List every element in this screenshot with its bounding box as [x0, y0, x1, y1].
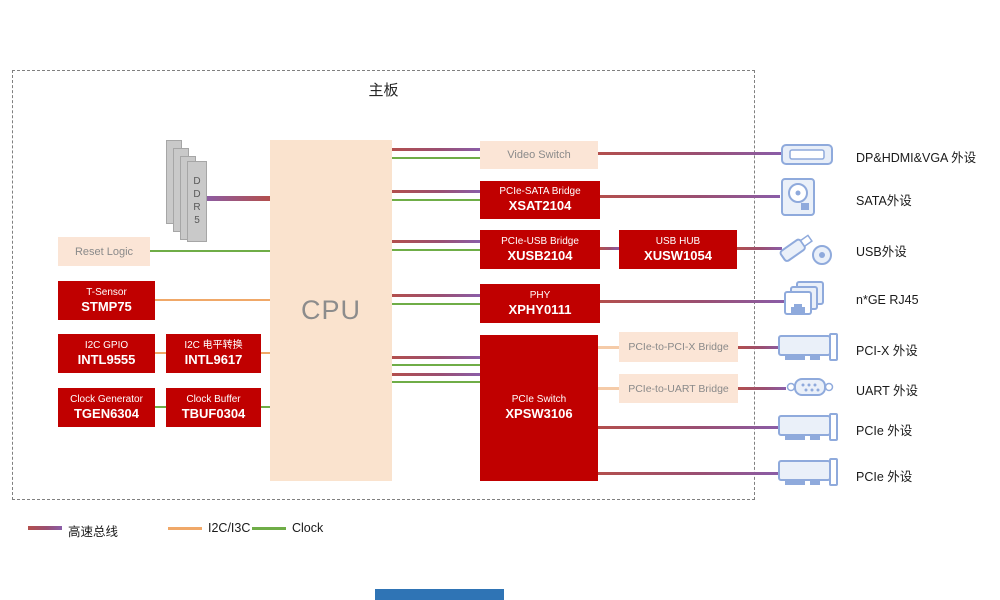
bus-line [392, 373, 480, 376]
usb-devices-icon [776, 228, 838, 268]
peripheral-label: USB外设 [856, 245, 907, 259]
peripheral-label: n*GE RJ45 [856, 293, 919, 307]
footer-accent-bar [375, 589, 504, 600]
chip-phy: PHY XPHY0111 [480, 284, 600, 323]
chip-type: USB HUB [655, 235, 701, 247]
chip-usb-hub: USB HUB XUSW1054 [619, 230, 737, 269]
chip-type: PHY [529, 289, 551, 301]
bus-line [598, 426, 780, 429]
clock-line [392, 199, 480, 201]
cpu-block: CPU [270, 140, 392, 481]
chip-type: Clock Generator [70, 393, 143, 405]
i2c-line [155, 299, 270, 301]
clock-line [392, 381, 480, 383]
peripheral-label: DP&HDMI&VGA 外设 [856, 151, 977, 165]
chip-pcie-sata-bridge: PCIe-SATA Bridge XSAT2104 [480, 181, 600, 219]
chip-part-number: TBUF0304 [181, 405, 246, 421]
peripheral-label: PCIe 外设 [856, 424, 913, 438]
bus-line [392, 294, 480, 297]
bus-line [600, 195, 780, 198]
expansion-card-icon [777, 458, 839, 488]
rj45-ports-icon [783, 280, 833, 322]
chip-pcie-to-pcix-bridge: PCIe-to-PCI-X Bridge [619, 332, 738, 362]
peripheral-label: SATA外设 [856, 194, 912, 208]
chip-type: I2C 电平转换 [184, 339, 243, 351]
chip-pcie-switch: PCIe Switch XPSW3106 [480, 335, 598, 481]
legend-clock-label: Clock [292, 521, 324, 535]
clock-line [150, 250, 270, 252]
chip-part-number: XUSW1054 [644, 247, 712, 263]
peripheral-label: PCI-X 外设 [856, 344, 918, 358]
clock-line [392, 157, 480, 159]
display-port-icon [780, 141, 834, 169]
expansion-card-icon [777, 413, 839, 443]
chip-clock-buffer: Clock Buffer TBUF0304 [166, 388, 261, 427]
legend-clock-swatch [252, 527, 286, 530]
clock-line [392, 364, 480, 366]
chip-label: PCIe-to-UART Bridge [628, 382, 729, 395]
bus-line [738, 387, 786, 390]
chip-t-sensor: T-Sensor STMP75 [58, 281, 155, 320]
peripheral-label: PCIe 外设 [856, 470, 913, 484]
bus-line [392, 240, 480, 243]
bus-line [392, 356, 480, 359]
board-outline [12, 70, 755, 500]
chip-i2c-gpio: I2C GPIO INTL9555 [58, 334, 155, 373]
serial-port-icon [786, 376, 834, 398]
chip-clock-generator: Clock Generator TGEN6304 [58, 388, 155, 427]
chip-part-number: XPHY0111 [508, 301, 572, 317]
hard-drive-icon [779, 177, 817, 217]
chip-pcie-to-uart-bridge: PCIe-to-UART Bridge [619, 374, 738, 403]
bus-line [738, 346, 782, 349]
cpu-label: CPU [300, 295, 361, 325]
chip-part-number: TGEN6304 [73, 405, 140, 421]
bus-line [392, 148, 480, 151]
diagram-title: 主板 [368, 82, 399, 99]
ddr5-label: DDR5 [191, 175, 203, 228]
connector-line [598, 387, 619, 390]
ddr5-module: DDR5 [187, 161, 207, 242]
chip-reset-logic: Reset Logic [58, 237, 150, 266]
bus-line [598, 472, 780, 475]
chip-label: PCIe-to-PCI-X Bridge [628, 341, 729, 353]
chip-part-number: XPSW3106 [505, 406, 573, 422]
bus-line [392, 190, 480, 193]
chip-type: PCIe-SATA Bridge [499, 186, 581, 198]
memory-bus-line [202, 196, 270, 201]
chip-i2c-level-shifter: I2C 电平转换 INTL9617 [166, 334, 261, 373]
legend-i2c-label: I2C/I3C [208, 521, 251, 535]
chip-part-number: XUSB2104 [507, 247, 573, 263]
chip-pcie-usb-bridge: PCIe-USB Bridge XUSB2104 [480, 230, 600, 269]
legend-i2c-swatch [168, 527, 202, 530]
clock-line [392, 249, 480, 251]
bus-line [600, 247, 619, 250]
chip-type: I2C GPIO [84, 339, 129, 351]
bus-line [600, 300, 785, 303]
chip-label: Video Switch [507, 149, 571, 161]
connector-line [598, 346, 619, 349]
chip-type: T-Sensor [86, 286, 127, 298]
chip-type: PCIe-USB Bridge [501, 235, 579, 247]
chip-part-number: STMP75 [81, 298, 132, 314]
chip-type: Clock Buffer [186, 393, 241, 405]
legend-bus-label: 高速总线 [68, 525, 119, 539]
chip-part-number: INTL9617 [184, 351, 243, 367]
chip-part-number: XSAT2104 [508, 198, 572, 214]
chip-type: PCIe Switch [511, 394, 567, 406]
chip-label: Reset Logic [74, 245, 134, 258]
peripheral-label: UART 外设 [856, 384, 919, 398]
clock-line [392, 303, 480, 305]
expansion-card-icon [777, 333, 839, 363]
chip-video-switch: Video Switch [480, 141, 598, 169]
chip-part-number: INTL9555 [77, 351, 136, 367]
legend-bus-swatch [28, 526, 62, 530]
bus-line [598, 152, 782, 155]
bus-line [737, 247, 782, 250]
